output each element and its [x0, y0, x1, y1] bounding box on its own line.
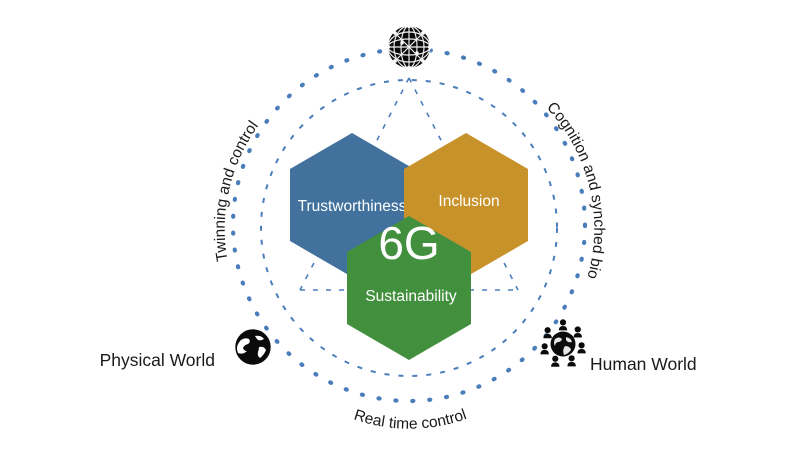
human-world-label: Human World	[590, 354, 697, 374]
people-globe-icon	[540, 319, 586, 367]
arc-label-real-time-control: Real time control	[352, 406, 469, 433]
physical-world-label: Physical World	[100, 350, 215, 370]
hexagon-sustainability-shape[interactable]	[347, 216, 471, 360]
hexagon-trustworthiness-label: Trustworthiness	[298, 198, 407, 215]
arc-label-cognition-text: Cognition and synched bio	[543, 99, 607, 281]
inner-dashed-circle	[260, 79, 558, 377]
hexagon-sustainability-label: Sustainability	[365, 288, 457, 305]
outer-dashed-circle	[230, 46, 588, 404]
globe-icon	[235, 329, 271, 365]
human-world-group: Human World	[540, 319, 697, 374]
arc-label-cognition-and-synched-bio: Cognition and synched bio	[543, 99, 607, 281]
network-globe-icon	[385, 23, 433, 71]
hexagon-sustainability[interactable]: Sustainability	[347, 216, 471, 360]
arc-label-twinning-and-control: Twinning and control	[212, 118, 262, 263]
arc-label-twinning-text: Twinning and control	[212, 118, 262, 263]
physical-world-group: Physical World	[100, 329, 271, 370]
center-6g-label: 6G	[378, 217, 439, 269]
people-ring	[540, 319, 586, 367]
hexagon-inclusion-label: Inclusion	[438, 193, 499, 210]
arc-label-realtime-text: Real time control	[352, 406, 469, 433]
